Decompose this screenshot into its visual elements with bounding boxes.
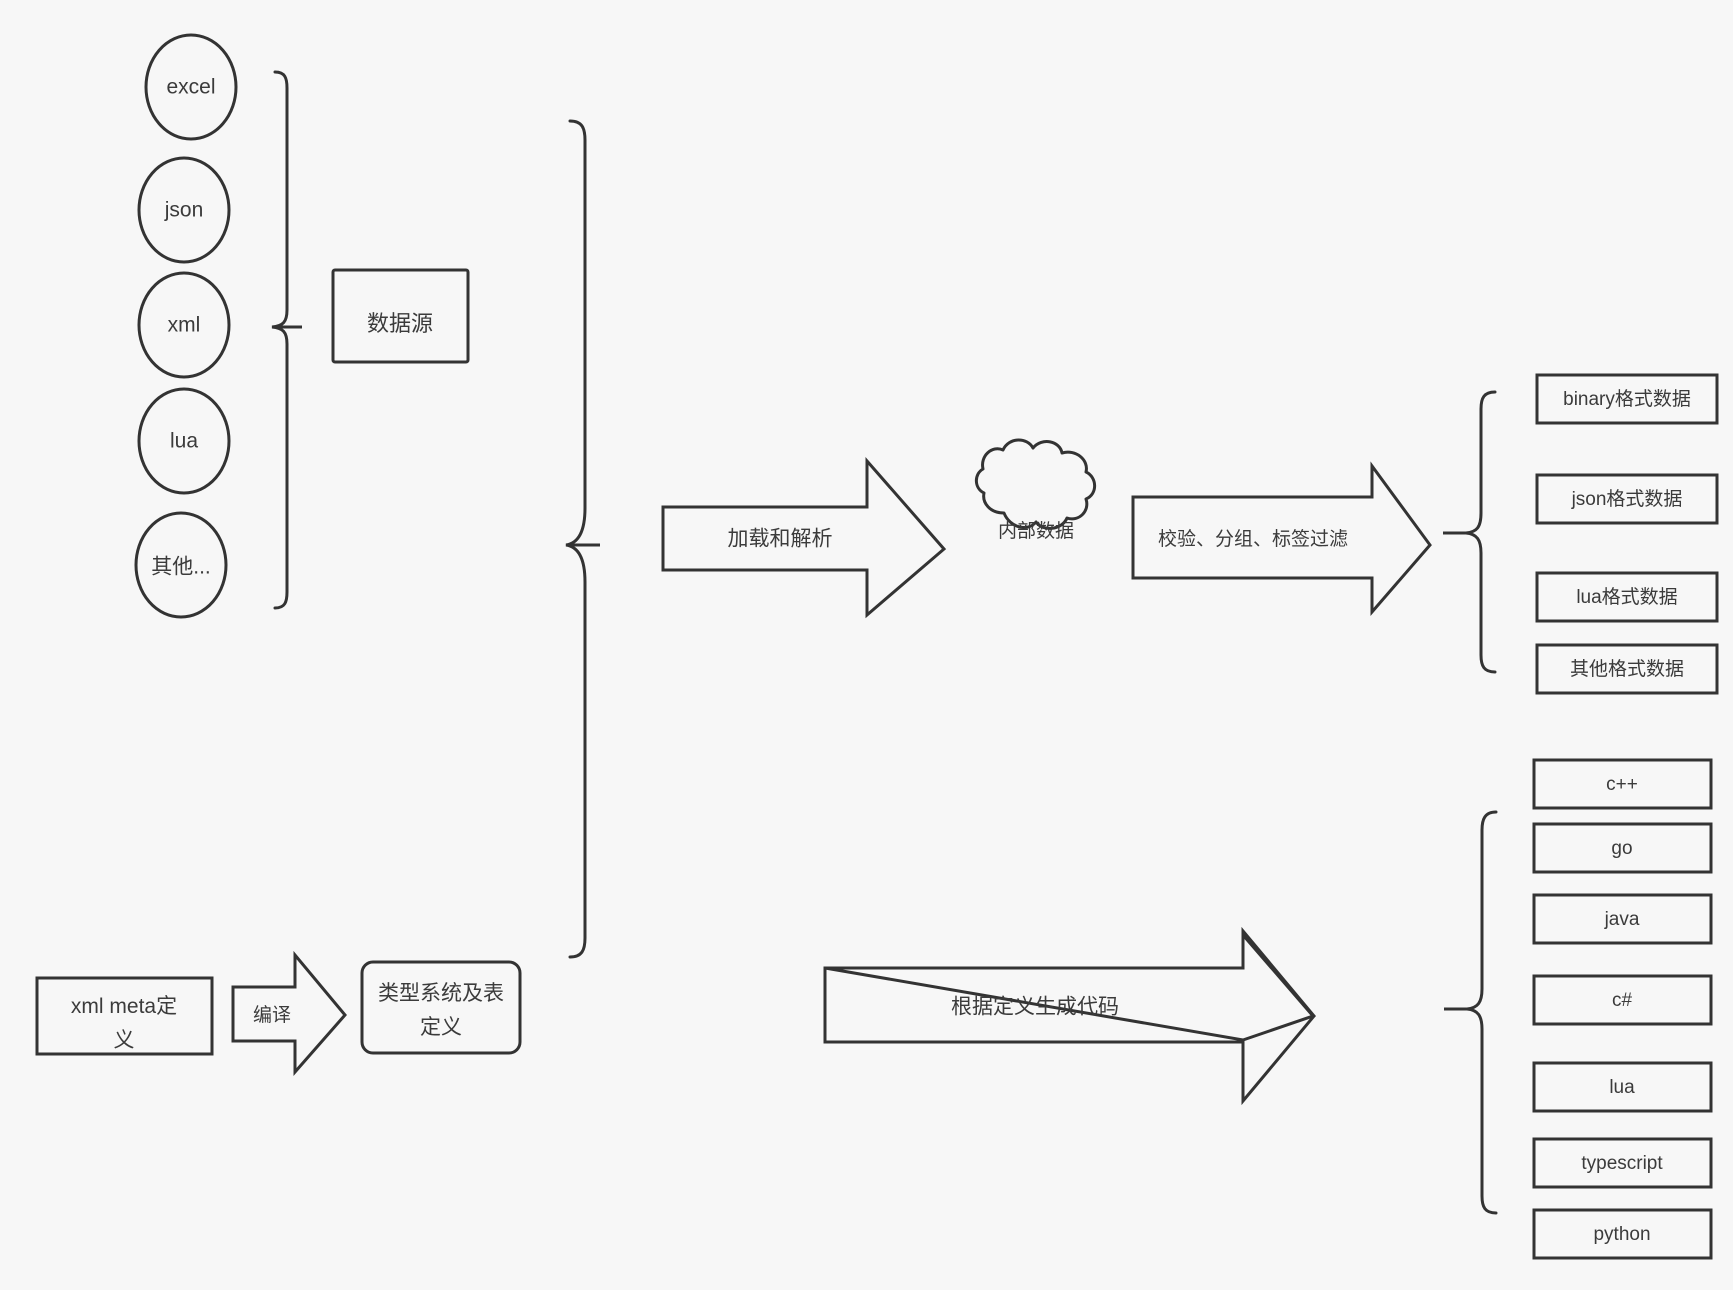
data-format-label-other: 其他格式数据 bbox=[1570, 658, 1684, 680]
internal-data-cloud[interactable]: 内部数据 bbox=[974, 438, 1097, 542]
source-ellipse-json[interactable]: json bbox=[137, 156, 231, 264]
source-label-other: 其他... bbox=[151, 556, 211, 579]
xml-meta-box[interactable]: xml meta定义 bbox=[35, 976, 214, 1056]
validate-filter-label: 校验、分组、标签过滤 bbox=[1158, 528, 1348, 550]
language-box-lua[interactable]: lua bbox=[1532, 1061, 1713, 1113]
validate-filter-arrow[interactable]: 校验、分组、标签过滤 bbox=[1131, 461, 1432, 617]
language-box-csharp[interactable]: c# bbox=[1532, 974, 1713, 1026]
pipeline-input-brace bbox=[565, 119, 600, 959]
codegen-label: 根据定义生成代码 bbox=[951, 996, 1119, 1019]
language-label-java: java bbox=[1604, 909, 1640, 930]
type-system-box[interactable]: 类型系统及表定义 bbox=[360, 960, 522, 1055]
language-label-python: python bbox=[1593, 1224, 1650, 1245]
language-brace bbox=[1444, 810, 1498, 1215]
source-label-json: json bbox=[164, 199, 204, 222]
data-format-brace bbox=[1443, 390, 1497, 674]
language-label-go: go bbox=[1611, 838, 1632, 859]
data-format-label-lua: lua格式数据 bbox=[1576, 586, 1677, 608]
source-ellipse-xml[interactable]: xml bbox=[137, 271, 231, 379]
language-box-go[interactable]: go bbox=[1532, 822, 1713, 874]
load-parse-label: 加载和解析 bbox=[728, 528, 833, 551]
language-label-csharp: c# bbox=[1612, 990, 1633, 1011]
source-label-xml: xml bbox=[168, 314, 201, 337]
language-label-lua: lua bbox=[1609, 1077, 1635, 1098]
language-box-python[interactable]: python bbox=[1532, 1208, 1713, 1260]
language-box-cpp[interactable]: c++ bbox=[1532, 758, 1713, 810]
type-system-label-line1: 类型系统及表定义 bbox=[378, 982, 504, 1039]
xml-meta-label-line1: xml meta定义 bbox=[71, 995, 177, 1052]
language-box-java[interactable]: java bbox=[1532, 893, 1713, 945]
source-ellipse-other[interactable]: 其他... bbox=[134, 511, 228, 619]
load-parse-arrow[interactable]: 加载和解析 bbox=[661, 457, 947, 619]
codegen-arrow[interactable]: 根据定义生成代码 bbox=[823, 926, 1316, 1106]
source-label-lua: lua bbox=[170, 430, 198, 453]
sources-brace bbox=[271, 70, 302, 610]
source-ellipse-excel[interactable]: excel bbox=[144, 33, 238, 141]
data-format-box-json[interactable]: json格式数据 bbox=[1535, 473, 1719, 525]
data-format-box-binary[interactable]: binary格式数据 bbox=[1535, 373, 1719, 425]
compile-arrow[interactable]: 编译 bbox=[231, 950, 347, 1076]
data-source-box[interactable]: 数据源 bbox=[331, 268, 470, 364]
data-format-label-binary: binary格式数据 bbox=[1563, 388, 1691, 410]
source-label-excel: excel bbox=[166, 76, 215, 99]
data-format-label-json: json格式数据 bbox=[1571, 488, 1683, 510]
data-source-label: 数据源 bbox=[367, 311, 433, 336]
data-format-box-lua[interactable]: lua格式数据 bbox=[1535, 571, 1719, 623]
internal-data-label: 内部数据 bbox=[998, 520, 1074, 542]
data-format-box-other[interactable]: 其他格式数据 bbox=[1535, 643, 1719, 695]
language-label-cpp: c++ bbox=[1606, 774, 1638, 795]
source-ellipse-lua[interactable]: lua bbox=[137, 387, 231, 495]
compile-label: 编译 bbox=[253, 1004, 291, 1026]
language-box-typescript[interactable]: typescript bbox=[1532, 1137, 1713, 1189]
language-label-typescript: typescript bbox=[1581, 1153, 1663, 1174]
